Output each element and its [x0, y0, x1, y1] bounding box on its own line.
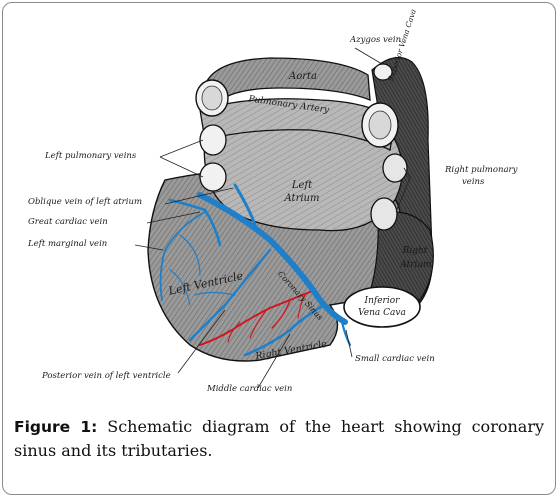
venous-tree	[159, 183, 352, 357]
aorta-shape	[204, 57, 371, 107]
label-azygos-vein: Azygos vein	[350, 35, 402, 45]
label-left-pulmonary-veins: Left pulmonary veins	[45, 151, 137, 161]
label-middle-cardiac-vein: Middle cardiac vein	[207, 384, 293, 394]
heart-diagram: Azygos vein Aorta Pulmonary Artery Super…	[28, 8, 518, 394]
right-pulmonary-vein-upper	[382, 153, 408, 183]
posterior-vein-vessel	[188, 248, 272, 342]
pulmonary-artery-shape	[199, 98, 396, 151]
label-right-pulmonary-veins-line1: Right pulmonary	[445, 165, 518, 175]
label-left-marginal-vein: Left marginal vein	[28, 239, 108, 249]
label-left-atrium-line1: Left	[291, 180, 313, 191]
heart-illustration	[134, 47, 434, 389]
arterial-tree	[199, 291, 311, 346]
oblique-vein-vessel	[233, 183, 257, 227]
label-great-cardiac-vein: Great cardiac vein	[28, 217, 108, 227]
middle-cardiac-vein-vessel	[243, 304, 324, 357]
label-posterior-vein: Posterior vein of left ventricle	[42, 371, 171, 381]
great-cardiac-vein-vessel	[168, 198, 222, 247]
label-small-cardiac-vein: Small cardiac vein	[355, 354, 435, 364]
figure-label: Figure 1:	[14, 418, 98, 436]
label-right-atrium-line2: Atrium	[400, 260, 432, 270]
inferior-vena-cava-shape	[343, 286, 421, 328]
figure-caption: Figure 1: Schematic diagram of the heart…	[14, 415, 544, 462]
label-left-atrium-line2: Atrium	[284, 193, 320, 204]
right-pulmonary-vein-lower	[370, 197, 398, 231]
left-marginal-vein-vessel	[159, 211, 206, 301]
label-oblique-vein: Oblique vein of left atrium	[28, 197, 142, 207]
caption-text: Schematic diagram of the heart showing c…	[14, 417, 545, 460]
left-pulmonary-vein-upper	[199, 124, 227, 156]
leader-lines	[134, 47, 411, 389]
label-right-pulmonary-veins-line2: veins	[462, 177, 485, 187]
coronary-sinus-vessel	[197, 192, 348, 325]
label-aorta: Aorta	[289, 71, 318, 82]
left-pulmonary-vein-lower	[199, 162, 227, 192]
azygos-vein-shape	[373, 63, 393, 81]
label-right-atrium-line1: Right	[402, 246, 428, 256]
label-inferior-vena-cava-line1: Inferior	[364, 296, 400, 306]
label-inferior-vena-cava-line2: Vena Cava	[358, 308, 406, 318]
